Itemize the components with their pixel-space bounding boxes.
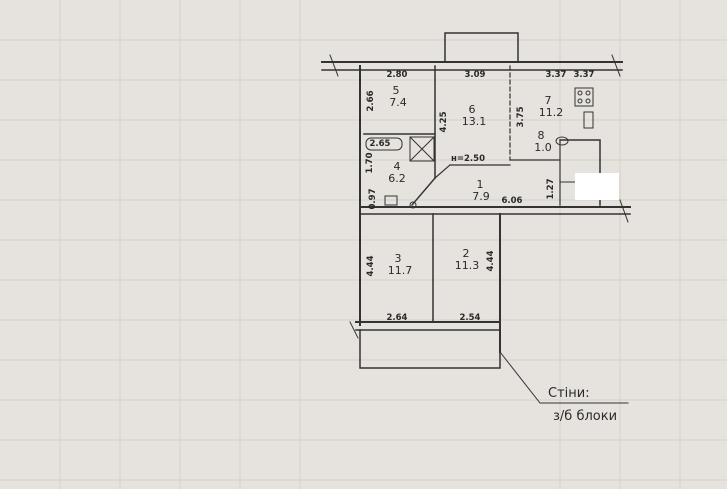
room-areas: 7.4 13.1 11.2 1.0 6.2 7.9 11.7 11.3 xyxy=(388,96,564,277)
room-6-area: 13.1 xyxy=(462,115,487,128)
dim-3-37-a: 3.37 xyxy=(546,70,567,80)
room-1-area: 7.9 xyxy=(472,190,490,203)
room-8-area: 1.0 xyxy=(534,141,552,154)
dim-1-70: 1.70 xyxy=(365,152,375,173)
dim-2-80: 2.80 xyxy=(387,70,408,80)
dim-4-25: 4.25 xyxy=(439,111,449,132)
room-7-area: 11.2 xyxy=(539,106,564,119)
dim-1-27: 1.27 xyxy=(546,178,556,199)
room-numbers: 5 6 7 8 4 1 3 2 xyxy=(393,84,552,265)
ventilation-shaft-icon xyxy=(409,136,435,162)
legend-line-1: Стіни: xyxy=(548,386,590,401)
washbasin-icon xyxy=(384,195,398,206)
dim-4-44-a: 4.44 xyxy=(366,255,376,276)
room-3-area: 11.7 xyxy=(388,264,413,277)
kitchen-sink-icon xyxy=(583,111,594,129)
toilet-icon xyxy=(555,136,569,146)
walls-legend: Стіни: з/б блоки xyxy=(548,386,617,424)
ceiling-height: н=2.50 xyxy=(451,154,485,164)
room-4-area: 6.2 xyxy=(388,172,406,185)
room-1-number: 1 xyxy=(477,178,484,191)
vertical-dimensions: 2.66 4.25 3.75 1.70 0.97 1.27 4.44 4.44 xyxy=(365,90,556,276)
dim-3-75: 3.75 xyxy=(516,106,526,127)
room-7-number: 7 xyxy=(545,94,552,107)
horizontal-dimensions: 2.80 3.09 3.37 3.37 2.65 н=2.50 6.06 2.6… xyxy=(370,70,595,323)
dim-2-54: 2.54 xyxy=(460,313,481,323)
stove-icon xyxy=(574,87,594,107)
room-2-number: 2 xyxy=(463,247,470,260)
room-8-number: 8 xyxy=(538,129,545,142)
dim-3-37-b: 3.37 xyxy=(574,70,595,80)
room-4-number: 4 xyxy=(394,160,401,173)
bathtub-icon xyxy=(365,137,403,151)
room-5-number: 5 xyxy=(393,84,400,97)
room-5-area: 7.4 xyxy=(389,96,407,109)
legend-line-2: з/б блоки xyxy=(553,409,617,424)
dim-2-65: 2.65 xyxy=(370,139,391,149)
dim-4-44-b: 4.44 xyxy=(486,250,496,271)
dim-6-06: 6.06 xyxy=(502,196,523,206)
fixtures xyxy=(365,87,594,209)
dim-0-97: 0.97 xyxy=(368,188,378,209)
dim-2-64: 2.64 xyxy=(387,313,408,323)
room-2-area: 11.3 xyxy=(455,259,480,272)
redacted-patch xyxy=(575,173,619,200)
dim-3-09: 3.09 xyxy=(465,70,486,80)
room-6-number: 6 xyxy=(469,103,476,116)
dim-2-66: 2.66 xyxy=(366,90,376,111)
room-3-number: 3 xyxy=(395,252,402,265)
